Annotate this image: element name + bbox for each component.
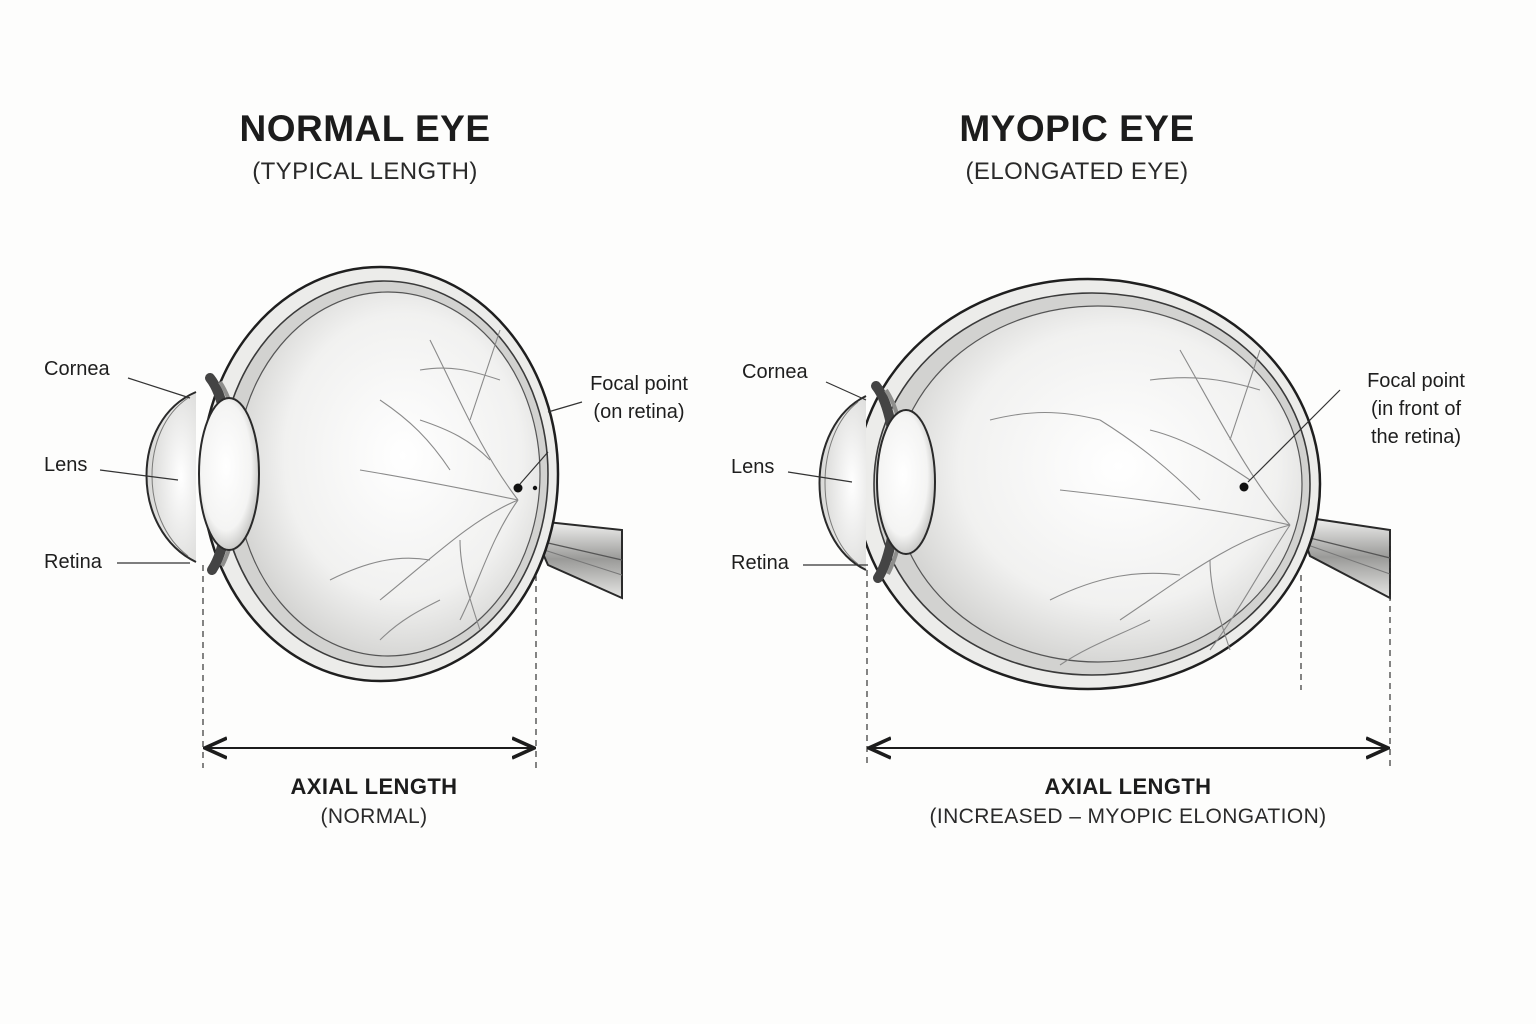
normal-cornea-label: Cornea [44, 358, 110, 380]
normal-axial-length-subtitle: (NORMAL) [320, 805, 428, 828]
myopic-lens [876, 409, 936, 555]
normal-retinal-vessels [329, 329, 519, 641]
normal-focal-line1: Focal point [590, 373, 688, 395]
myopic-cornea [818, 395, 867, 571]
myopic-eye-title: MYOPIC EYE [959, 108, 1195, 149]
normal-eye-drawing [145, 265, 623, 683]
normal-focal-point [513, 483, 523, 493]
myopic-retina-label: Retina [731, 552, 789, 574]
myopic-cornea-label: Cornea [742, 361, 808, 383]
normal-eye-subtitle: (TYPICAL LENGTH) [252, 158, 478, 185]
normal-focal-line2: (on retina) [593, 401, 685, 423]
normal-lens-label: Lens [44, 454, 88, 476]
normal-axial-length-measure [202, 565, 537, 768]
myopic-eye-subtitle: (ELONGATED EYE) [965, 158, 1189, 185]
myopic-axial-length-measure [866, 540, 1391, 768]
normal-lens [198, 397, 260, 551]
myopic-lens-label: Lens [731, 456, 775, 478]
myopic-focal-line2: (in front of [1370, 398, 1462, 420]
myopic-focal-line3: the retina) [1370, 426, 1462, 448]
myopic-leader-lines [787, 381, 1341, 566]
myopic-focal-line1: Focal point [1367, 370, 1465, 392]
normal-leader-lines [99, 377, 583, 564]
myopic-focal-point-label: Focal point (in front of the retina) [1367, 367, 1465, 451]
normal-retina-label: Retina [44, 551, 102, 573]
myopic-eye-drawing [818, 277, 1391, 691]
myopic-focal-point [1239, 482, 1249, 492]
normal-focal-point-label: Focal point (on retina) [590, 370, 688, 426]
myopic-axial-length-title: AXIAL LENGTH [1044, 774, 1212, 799]
myopic-retinal-vessels [989, 349, 1291, 666]
normal-eye-title: NORMAL EYE [239, 108, 491, 149]
myopic-axial-length-subtitle: (INCREASED – MYOPIC ELONGATION) [929, 805, 1327, 828]
normal-axial-length-title: AXIAL LENGTH [290, 774, 458, 799]
